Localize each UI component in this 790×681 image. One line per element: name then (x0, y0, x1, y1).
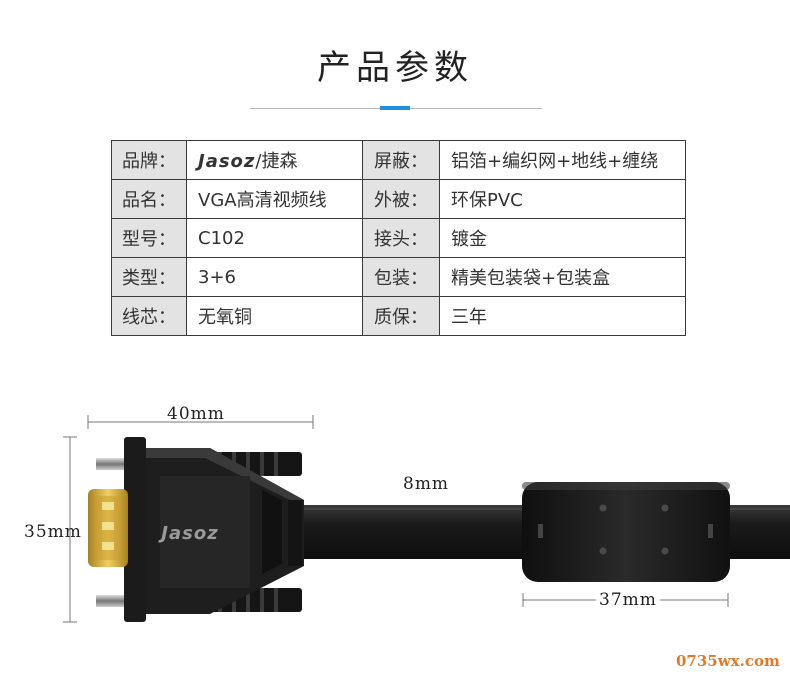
spec-value: 3+6 (186, 257, 363, 297)
spec-row-core: 线芯： 无氧铜 质保： 三年 (111, 296, 686, 336)
spec-key: 品牌： (111, 140, 187, 180)
spec-key: 质保： (362, 296, 440, 336)
spec-row-type: 类型： 3+6 包装： 精美包装袋+包装盒 (111, 257, 686, 297)
spec-value: 环保PVC (439, 179, 686, 219)
spec-value: VGA高清视频线 (186, 179, 363, 219)
dimension-cable-label: 8mm (403, 474, 450, 494)
spec-table: 品牌： Jasoz/捷森 屏蔽： 铝箔+编织网+地线+缠绕 品名： VGA高清视… (111, 140, 686, 336)
spec-key: 类型： (111, 257, 187, 297)
spec-value: Jasoz/捷森 (186, 140, 363, 180)
spec-row-name: 品名： VGA高清视频线 外被： 环保PVC (111, 179, 686, 219)
spec-key: 型号： (111, 218, 187, 258)
dimension-width (87, 415, 314, 429)
watermark: 0735wx.com (676, 652, 780, 670)
spec-key: 线芯： (111, 296, 187, 336)
gold-pins (88, 489, 128, 567)
dimension-width-label: 40mm (167, 404, 225, 424)
dimension-height-label: 35mm (24, 522, 82, 542)
page-title: 产品参数 (317, 48, 473, 88)
spec-key: 包装： (362, 257, 440, 297)
spec-key: 屏蔽： (362, 140, 440, 180)
ferrite-core (522, 482, 730, 582)
connector-body (124, 437, 304, 622)
spec-value: 三年 (439, 296, 686, 336)
spec-value: C102 (186, 218, 363, 258)
brand-logo: Jasoz (198, 151, 256, 172)
title-accent-bar (380, 106, 410, 110)
spec-value: 铝箔+编织网+地线+缠绕 (439, 140, 686, 180)
dimension-height (63, 436, 77, 623)
vga-cable-diagram: Jasoz (63, 415, 790, 623)
spec-value: 精美包装袋+包装盒 (439, 257, 686, 297)
spec-key: 外被： (362, 179, 440, 219)
spec-key: 接头： (362, 218, 440, 258)
connector-logo: Jasoz (158, 523, 218, 544)
spec-value: 镀金 (439, 218, 686, 258)
spec-value: 无氧铜 (186, 296, 363, 336)
spec-row-model: 型号： C102 接头： 镀金 (111, 218, 686, 258)
brand-text: /捷森 (255, 151, 298, 172)
spec-row-brand: 品牌： Jasoz/捷森 屏蔽： 铝箔+编织网+地线+缠绕 (111, 140, 686, 180)
spec-key: 品名： (111, 179, 187, 219)
dimension-ferrite-label: 37mm (596, 590, 660, 610)
